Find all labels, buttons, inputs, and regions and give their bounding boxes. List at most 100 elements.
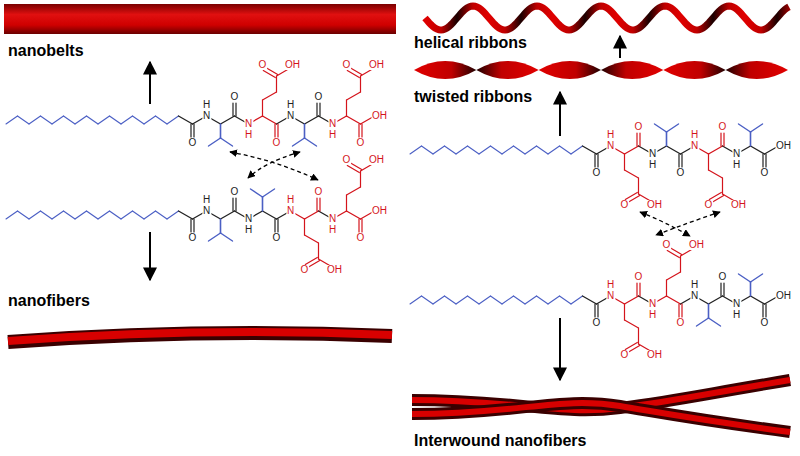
- atom-label: N: [606, 141, 615, 151]
- bond: [751, 124, 763, 132]
- atom-label: OH: [368, 60, 385, 70]
- bond: [666, 280, 667, 296]
- bond: [220, 219, 222, 233]
- ribbon-twist: [476, 61, 538, 79]
- helical-ribbon: [425, 6, 789, 30]
- bond: [209, 138, 221, 146]
- atom-label: N: [286, 111, 295, 121]
- bond: [655, 124, 667, 132]
- bond: [422, 296, 434, 304]
- bond: [293, 138, 305, 146]
- bond: [347, 92, 361, 100]
- bond: [193, 219, 194, 232]
- bond: [765, 304, 766, 317]
- bond: [52, 116, 64, 124]
- atom-label: O: [300, 265, 310, 275]
- atom-label: H: [690, 130, 699, 140]
- bond: [347, 187, 361, 195]
- bond: [316, 103, 317, 116]
- bond: [624, 154, 625, 170]
- bond: [709, 296, 723, 304]
- interaction-arrow: [230, 152, 318, 180]
- bond: [712, 196, 724, 203]
- bond: [720, 283, 721, 296]
- bond: [361, 219, 362, 232]
- bond: [305, 138, 317, 146]
- bond: [156, 211, 168, 219]
- bond: [98, 211, 110, 219]
- bond: [305, 235, 319, 243]
- bond: [41, 116, 53, 124]
- bond: [361, 69, 373, 76]
- bond: [263, 92, 277, 100]
- bond: [723, 133, 724, 146]
- bond: [468, 296, 480, 304]
- bond: [594, 154, 595, 167]
- atom-label: O: [272, 233, 282, 243]
- bond: [709, 170, 723, 178]
- bond: [274, 219, 275, 232]
- bond: [502, 296, 514, 304]
- down-arrow: [559, 318, 561, 380]
- bond: [625, 296, 639, 304]
- atom-label: O: [230, 92, 240, 102]
- bond: [479, 296, 491, 304]
- bond: [548, 146, 560, 154]
- atom-label: H: [606, 280, 615, 290]
- bond: [751, 296, 765, 304]
- bond: [410, 146, 422, 154]
- up-arrow: [619, 36, 621, 58]
- atom-label: N: [202, 111, 211, 121]
- atom-label: H: [202, 195, 211, 205]
- bond: [167, 116, 179, 124]
- up-arrow: [149, 62, 151, 104]
- bond: [358, 124, 359, 137]
- bond: [628, 346, 640, 353]
- bond: [560, 296, 572, 304]
- bond: [709, 318, 721, 326]
- atom-label: O: [314, 187, 324, 197]
- atom-label: H: [648, 310, 657, 320]
- bond: [266, 67, 278, 74]
- bond: [190, 124, 191, 137]
- bond: [316, 198, 317, 211]
- bond: [274, 124, 275, 137]
- atom-label: H: [244, 130, 253, 140]
- atom-label: OH: [775, 291, 792, 301]
- bond: [110, 116, 122, 124]
- bond: [739, 274, 751, 282]
- bond: [346, 100, 347, 116]
- atom-label: O: [342, 60, 352, 70]
- bond: [762, 154, 763, 167]
- atom-label: N: [286, 206, 295, 216]
- atom-label: N: [732, 149, 741, 159]
- atom-label: OH: [368, 155, 385, 165]
- atom-label: OH: [284, 60, 301, 70]
- bond: [193, 124, 194, 137]
- bond: [445, 296, 457, 304]
- bond: [358, 219, 359, 232]
- bond: [64, 116, 76, 124]
- bond: [190, 219, 191, 232]
- bond: [479, 146, 491, 154]
- bond: [305, 211, 319, 219]
- bond: [625, 146, 639, 154]
- structure-label: nanofibers: [8, 292, 90, 310]
- bond: [179, 211, 193, 219]
- atom-label: OH: [371, 206, 388, 216]
- bond: [251, 189, 263, 197]
- atom-label: N: [606, 291, 615, 301]
- ribbon-twist: [601, 61, 663, 79]
- bond: [433, 296, 445, 304]
- up-arrow: [559, 92, 561, 136]
- atom-label: H: [732, 310, 741, 320]
- bond: [347, 211, 361, 219]
- bond: [636, 283, 637, 296]
- bond: [308, 261, 320, 268]
- nanofiber: [8, 333, 392, 342]
- atom-label: OH: [730, 200, 747, 210]
- bond: [346, 195, 347, 211]
- ribbon-twist: [414, 61, 476, 79]
- bond: [491, 146, 503, 154]
